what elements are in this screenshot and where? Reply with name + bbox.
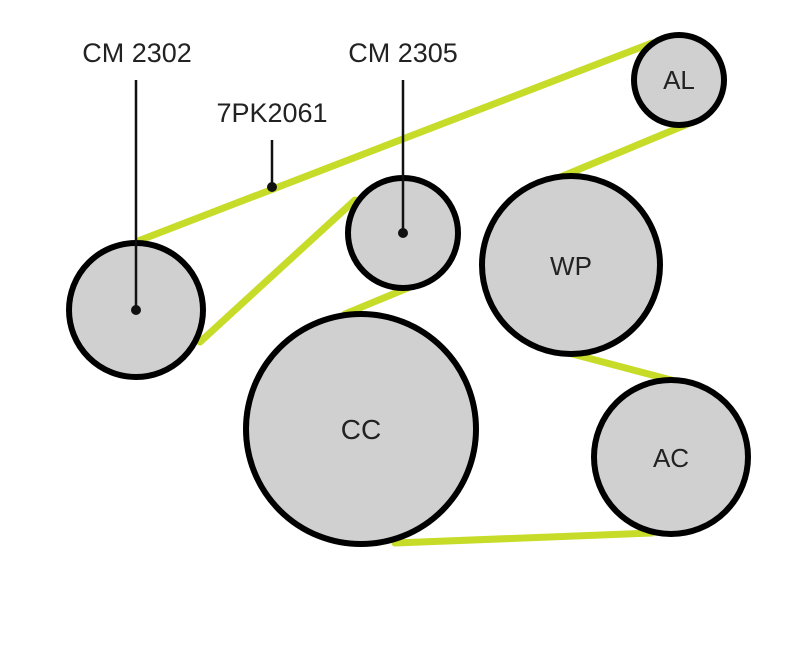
belt-segment-idler-tensioner xyxy=(196,196,359,346)
crankshaft-label: CC xyxy=(341,414,381,445)
belt-segment-alternator-waterpump xyxy=(554,117,699,182)
belt-segment-waterpump-ac xyxy=(561,348,679,385)
ac-compressor-pulley xyxy=(591,377,751,537)
belt-label: 7PK2061 xyxy=(216,98,327,128)
alternator-label: AL xyxy=(663,65,695,95)
belt xyxy=(134,39,699,547)
crankshaft-pulley xyxy=(243,311,479,547)
belt-segment-ac-crank xyxy=(391,529,656,547)
ac-compressor-label: AC xyxy=(653,443,689,473)
tensioner-center-dot xyxy=(131,305,141,315)
water-pump-label: WP xyxy=(550,251,592,281)
tensioner-label: CM 2302 xyxy=(82,38,192,68)
idler-label: CM 2305 xyxy=(348,38,458,68)
idler-center-dot xyxy=(398,228,408,238)
belt-marker-dot xyxy=(267,182,277,192)
water-pump-pulley xyxy=(479,173,663,357)
belt-segment-crank-idler xyxy=(341,283,414,318)
belt-segment-tensioner-alternator xyxy=(134,39,656,245)
alternator-pulley xyxy=(631,32,727,128)
